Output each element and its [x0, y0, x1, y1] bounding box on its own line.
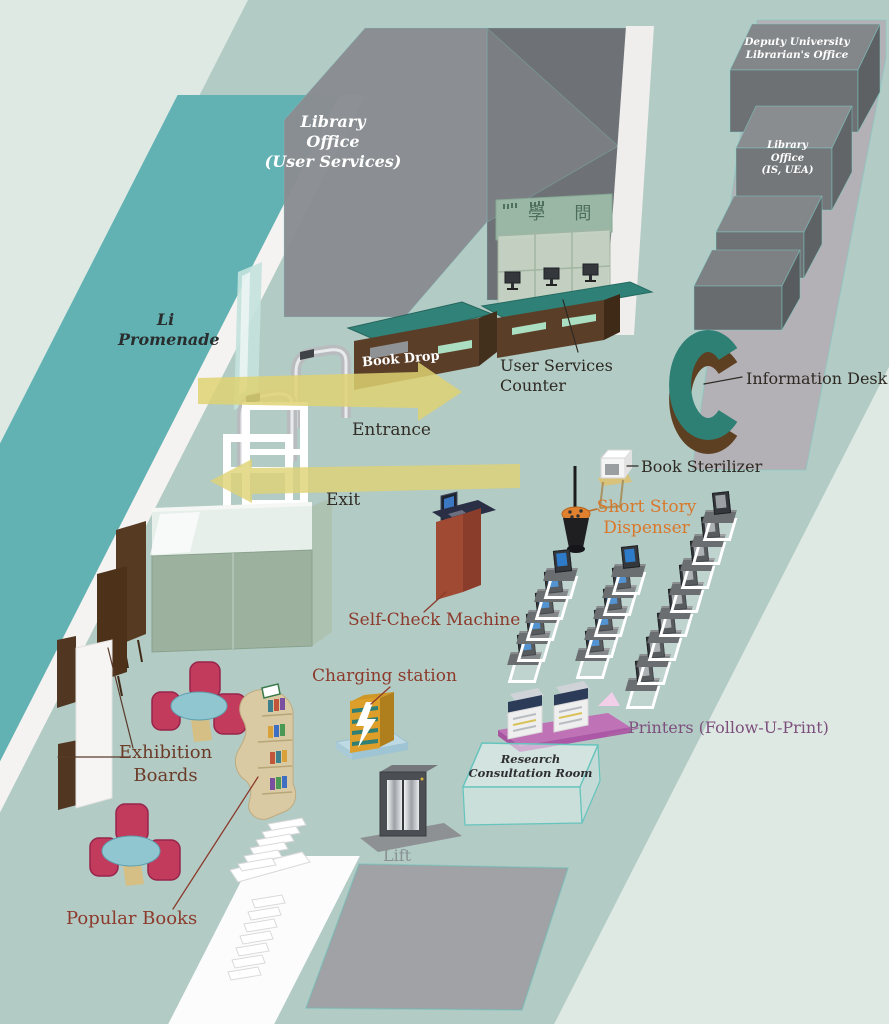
counter-sign-characters: 學 問 — [528, 204, 604, 224]
printers-label: Printers (Follow-U-Print) — [628, 718, 829, 737]
popular-books-shelf — [234, 683, 297, 820]
printers-figure — [498, 681, 630, 752]
leader-lines — [57, 299, 743, 910]
reading-table-2 — [89, 803, 181, 886]
charging-station-label: Charging station — [312, 666, 457, 686]
counter-monitors — [504, 263, 599, 290]
information-desk-figure — [669, 330, 738, 454]
popular-books-label: Popular Books — [66, 908, 198, 929]
book-sterilizer-figure — [598, 449, 634, 509]
glass-panel — [234, 262, 262, 410]
lift-figure — [360, 765, 462, 852]
exhibition-boards-label: Exhibition Boards — [118, 742, 213, 786]
entrance-arrow — [198, 362, 462, 421]
charging-station-figure — [334, 692, 410, 760]
short-story-dispenser-label: Short Story Dispenser — [596, 497, 697, 539]
research-room-figure — [461, 742, 601, 826]
exit-arrow — [210, 459, 520, 503]
self-check-machine-label: Self-Check Machine — [348, 610, 521, 630]
user-services-counter-figure — [480, 193, 654, 358]
white-wall — [604, 26, 654, 335]
right-office-blocks — [693, 23, 881, 332]
deputy-librarian-office-label: Deputy University Librarian's Office — [744, 36, 850, 62]
book-spines — [268, 698, 287, 790]
entrance-label: Entrance — [352, 420, 431, 440]
exit-label: Exit — [326, 490, 361, 510]
library-office-is-uea-label: Library Office (IS, UEA) — [761, 140, 814, 176]
open-void-area — [304, 863, 570, 1011]
self-check-machine-figure — [432, 491, 496, 600]
green-cabinets — [150, 498, 332, 653]
book-sterilizer-label: Book Sterilizer — [641, 457, 763, 476]
research-consultation-room-label: Research Consultation Room — [468, 752, 593, 781]
library-office-user-services-label: Library Office (User Services) — [264, 112, 402, 171]
information-desk-label: Information Desk — [746, 369, 888, 388]
staircase — [227, 817, 311, 981]
book-drop-figure — [346, 301, 497, 390]
li-promenade-label: Li Promenade — [118, 310, 220, 349]
reading-table-1 — [151, 661, 247, 742]
short-story-dispenser-figure — [561, 466, 591, 553]
exhibition-boards-figure — [57, 521, 146, 810]
lift-label: Lift — [383, 846, 412, 865]
user-services-counter-label: User Services Counter — [500, 356, 613, 395]
